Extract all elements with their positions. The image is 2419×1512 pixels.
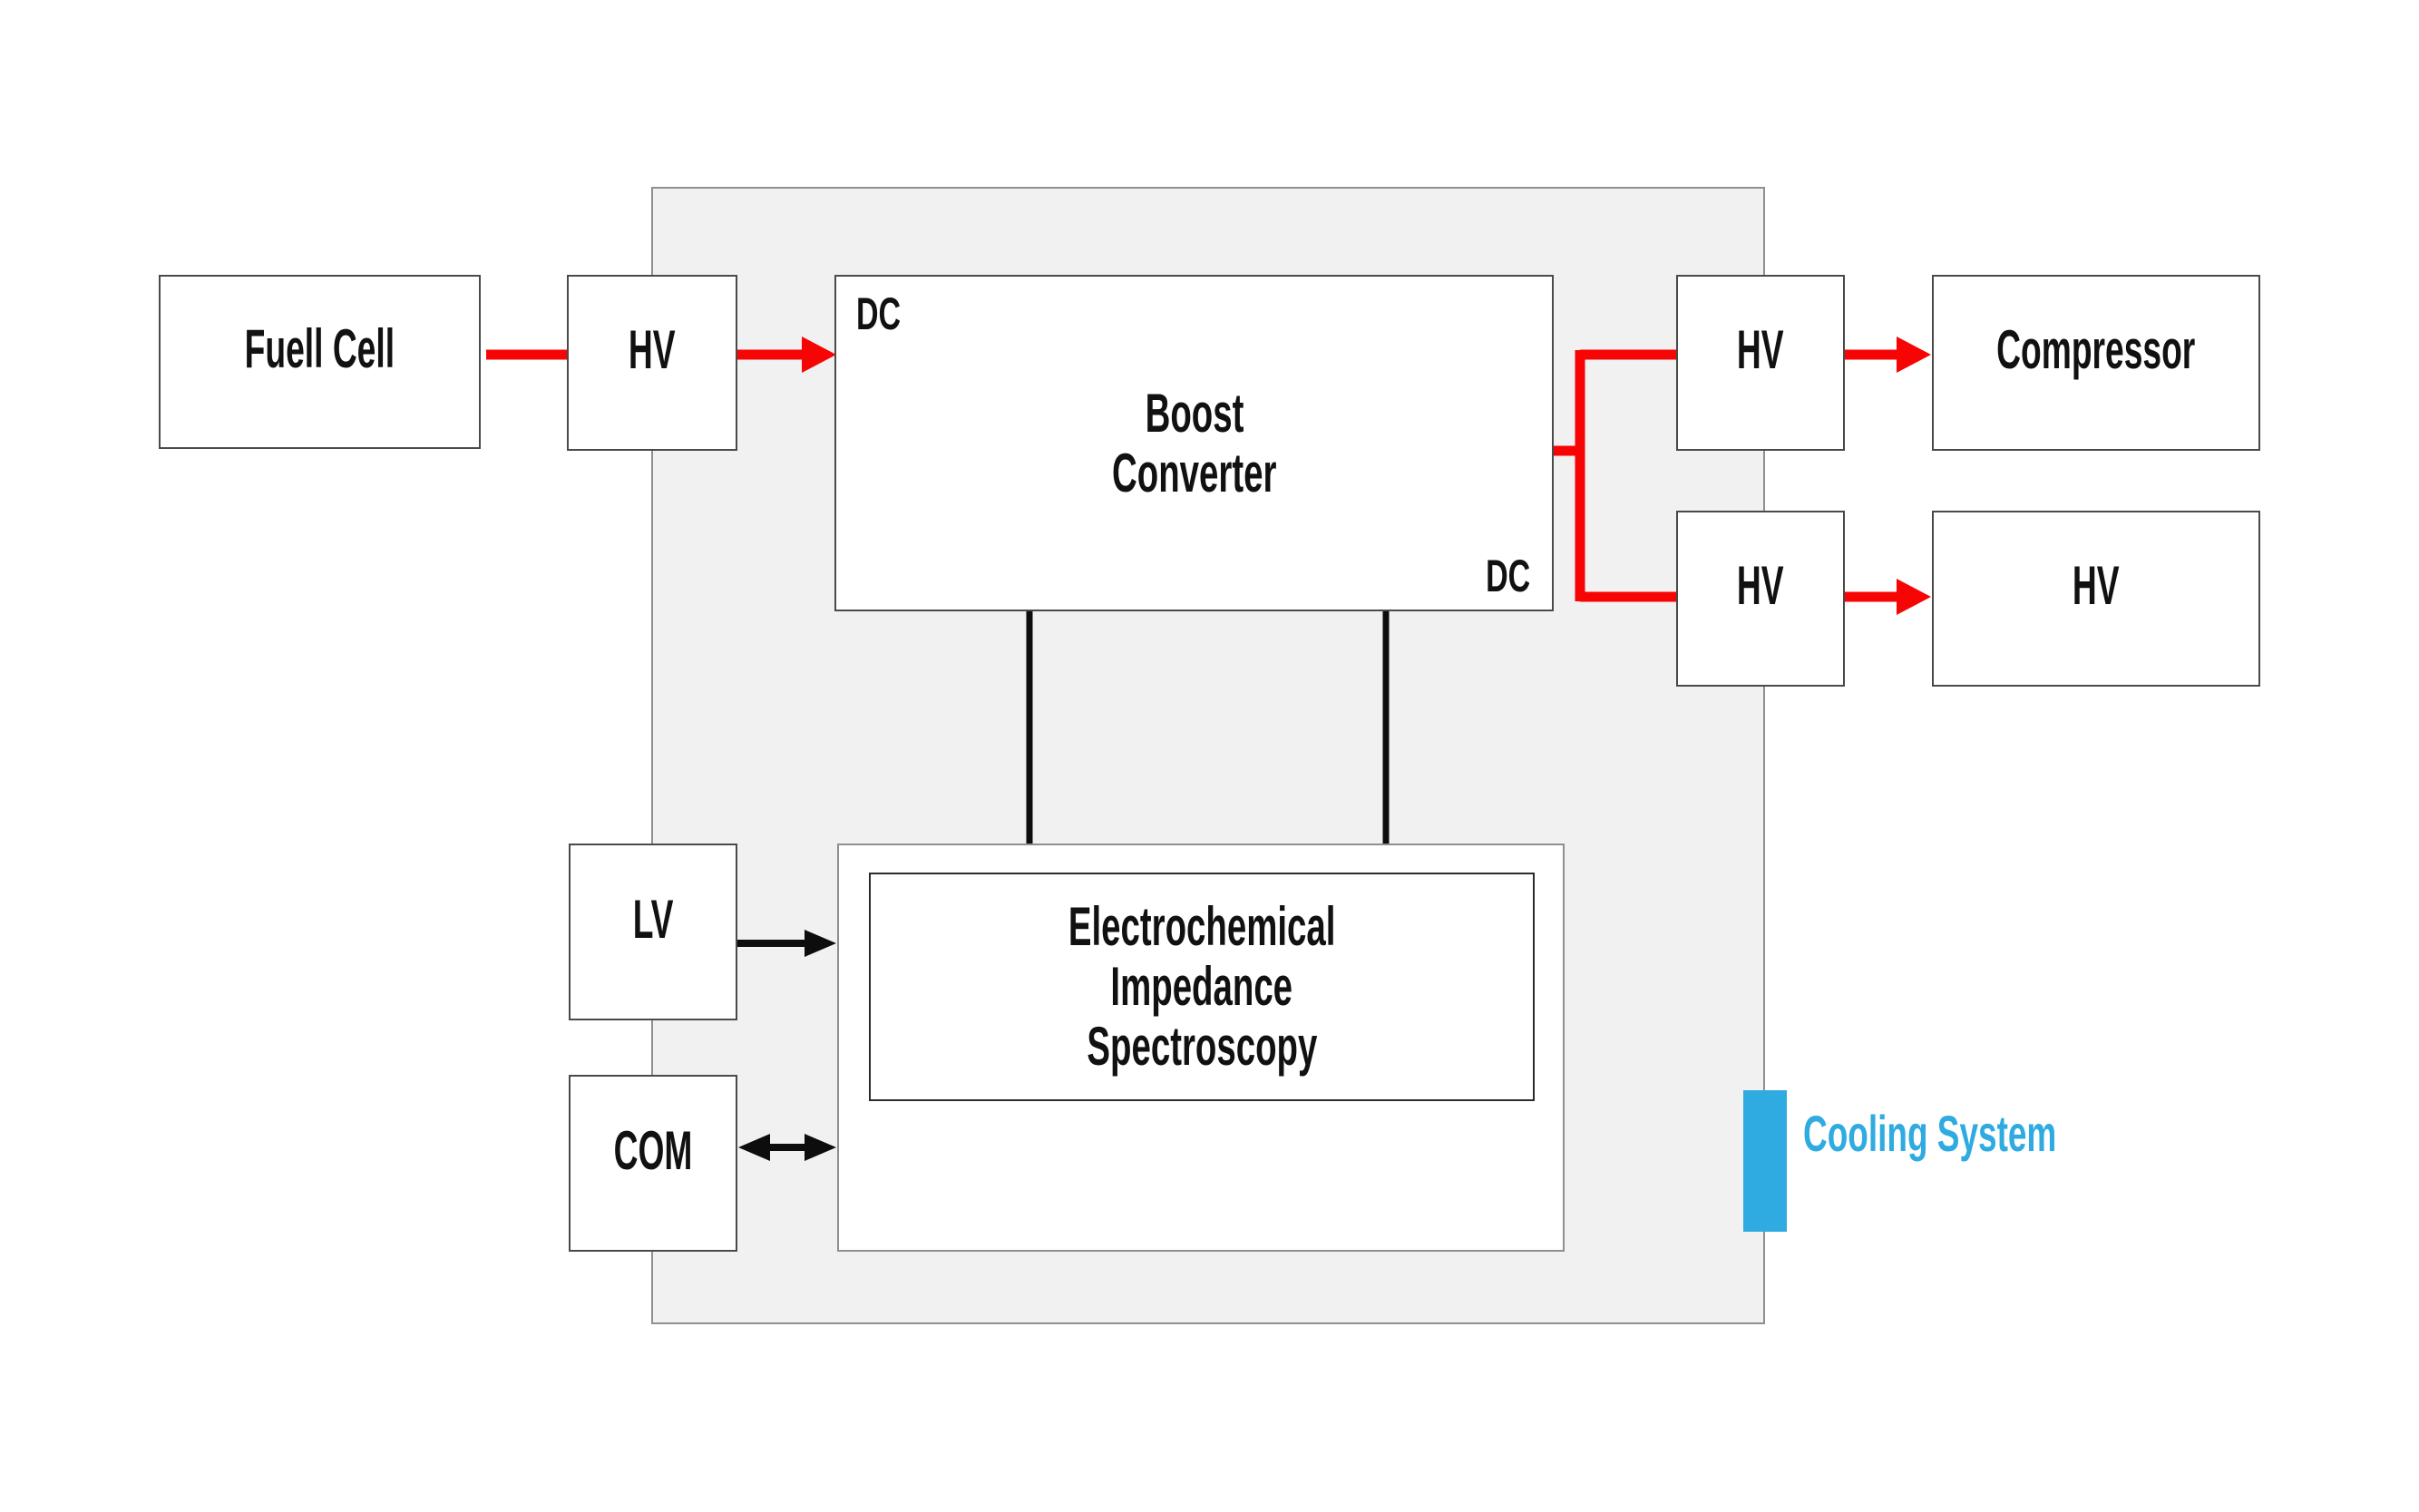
- eis-inner-box: Electrochemical Impedance Spectroscopy: [869, 873, 1535, 1101]
- eis-label-line3: Spectroscopy: [1087, 1016, 1317, 1077]
- eis-label-line2: Impedance: [1110, 956, 1293, 1017]
- red-arrow-hv-to-boost-head: [802, 337, 836, 373]
- red-arrow-hv-to-hvload-head: [1897, 579, 1931, 615]
- black-arrow-com-eis-head-right: [805, 1134, 836, 1161]
- hv-compressor-box: HV: [1676, 275, 1845, 451]
- eis-label-line1: Electrochemical: [1068, 896, 1336, 957]
- compressor-label: Compressor: [1996, 319, 2196, 380]
- cooling-system-label: Cooling System: [1803, 1105, 2057, 1162]
- cooling-system-port: [1743, 1090, 1787, 1232]
- black-arrow-com-eis-head-left: [738, 1134, 770, 1161]
- red-power-path: [486, 337, 1931, 615]
- eis-module-box: Electrochemical Impedance Spectroscopy: [837, 844, 1565, 1252]
- hv-middle-label: HV: [1737, 555, 1784, 616]
- fuel-cell-box: Fuell Cell: [159, 275, 481, 449]
- boost-label-line1: Boost: [1145, 382, 1244, 444]
- hv-load-label: HV: [2073, 555, 2120, 616]
- black-dc-links: [1026, 610, 1390, 845]
- com-box: COM: [569, 1075, 737, 1252]
- hv-compressor-label: HV: [1737, 319, 1784, 380]
- black-arrow-lv-to-eis-head: [805, 930, 836, 957]
- boost-dc-input-label: DC: [856, 288, 902, 339]
- fuel-cell-label: Fuell Cell: [244, 318, 395, 379]
- com-double-arrow: [738, 1134, 836, 1161]
- boost-converter-box: DC Boost Converter DC: [834, 275, 1554, 611]
- lv-arrow: [737, 930, 836, 957]
- com-label: COM: [613, 1119, 693, 1181]
- hv-input-label: HV: [629, 319, 676, 380]
- hv-input-box: HV: [567, 275, 737, 451]
- hv-load-box: HV: [1932, 511, 2260, 687]
- lv-label: LV: [632, 888, 674, 950]
- boost-label-line2: Converter: [1111, 442, 1277, 503]
- compressor-box: Compressor: [1932, 275, 2260, 451]
- red-arrow-hv-to-compressor-head: [1897, 337, 1931, 373]
- hv-middle-box: HV: [1676, 511, 1845, 687]
- boost-dc-output-label: DC: [1485, 551, 1530, 601]
- lv-box: LV: [569, 844, 737, 1020]
